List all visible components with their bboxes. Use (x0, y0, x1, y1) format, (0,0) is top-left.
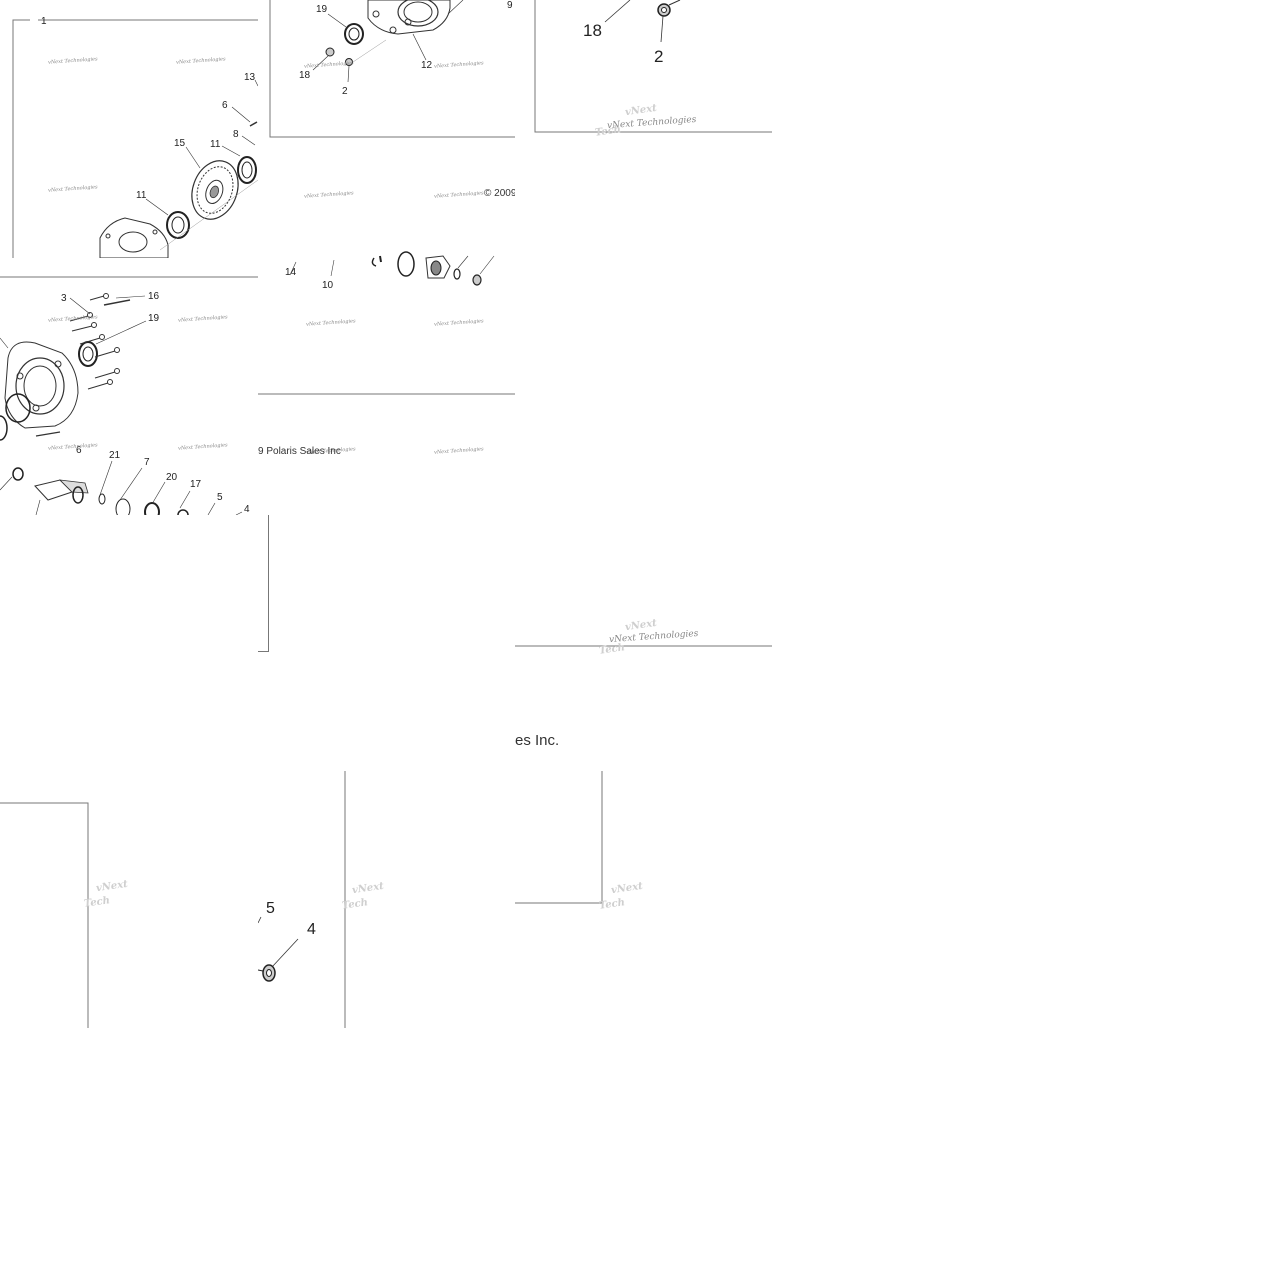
nut-part (325, 47, 335, 57)
zoom-upper-drawing: 18 2 (534, 0, 772, 133)
diagram-tile-bottom-right: vNext Tech (515, 771, 772, 931)
o-ring-part (115, 498, 131, 515)
zoom-right-drawing (515, 645, 772, 647)
callout-label: 14 (285, 267, 297, 278)
bottom-middle-drawing: 5 4 (258, 771, 346, 1028)
copyright-text: 9 Polaris Sales Inc (258, 446, 341, 457)
callout-label: 11 (210, 139, 221, 150)
bearing-part (166, 211, 190, 239)
callout-label: 11 (136, 190, 147, 201)
diagram-tile-pinion-housing: 3 16 19 6 21 7 20 17 5 4 vNext Technolog… (0, 258, 258, 515)
seal-part (344, 23, 364, 45)
callout-label: 6 (76, 445, 82, 456)
callout-label: 16 (148, 291, 160, 302)
ring-gear-drawing: 1 13 6 8 15 11 11 (12, 16, 258, 258)
ring-gear-part (191, 160, 239, 220)
bearing-part (72, 486, 84, 504)
bottom-left-drawing (0, 802, 89, 1028)
callout-label: 3 (61, 293, 67, 304)
callout-label: 2 (654, 47, 663, 66)
cover-part (371, 251, 482, 286)
callout-label: 6 (222, 100, 228, 111)
callout-label: 21 (109, 450, 121, 461)
cover-drawing: 14 10 (258, 251, 515, 395)
callout-label: 1 (41, 16, 47, 27)
frame-line (258, 515, 269, 652)
callout-label: 17 (190, 479, 202, 490)
callout-label: 10 (322, 280, 334, 291)
diagram-tile-bottom-middle: 5 4 vNext Tech (258, 771, 515, 1028)
callout-label: 8 (233, 129, 239, 140)
callout-label: 19 (148, 313, 160, 324)
callout-label: 18 (583, 21, 602, 40)
bolt-set (69, 293, 120, 390)
gearcase-housing-part (99, 217, 169, 258)
o-ring-part (5, 393, 31, 423)
bearing-housing-drawing: 19 9 18 2 12 (269, 0, 515, 138)
diagram-tile-zoom-upper: 18 2 vNext vNext Technologies Tech (515, 0, 772, 140)
callout-label: 4 (307, 921, 316, 938)
callout-label: 2 (342, 86, 348, 97)
diagram-tile-bottom-left: vNext Tech (0, 771, 258, 1028)
callout-label: 12 (421, 60, 433, 71)
callout-label: 18 (299, 70, 311, 81)
diagram-tile-zoom-right: vNext vNext Technologies Tech (515, 600, 772, 670)
callout-label: 9 (507, 0, 513, 11)
bearing-part (237, 156, 257, 184)
callout-label: 5 (266, 900, 275, 917)
pinion-housing-drawing: 3 16 19 6 21 7 20 17 5 4 (0, 276, 258, 515)
seal-part (144, 502, 160, 515)
output-housing-part (367, 0, 451, 35)
callout-label: 15 (174, 138, 186, 149)
callout-label: 7 (144, 457, 150, 468)
diagram-tile-bearing-housing: 19 9 18 2 12 vNext Technologies vNext Te… (258, 0, 515, 140)
copyright-text: © 2009 (484, 188, 515, 199)
callout-label: 19 (316, 4, 328, 15)
diagram-tile-cover: 14 10 vNext Technologies vNext Technolog… (258, 140, 515, 515)
callout-label: 4 (244, 504, 250, 515)
copyright-text: es Inc. (515, 732, 560, 749)
callout-label: 13 (244, 72, 256, 83)
pinion-shaft-part (12, 467, 89, 501)
seal-part (78, 341, 98, 367)
callout-label: 5 (217, 492, 223, 503)
nut-part (258, 964, 276, 982)
front-housing-part (4, 341, 79, 429)
diagram-tile-ring-gear: 1 13 6 8 15 11 11 vNext Technologies vNe… (0, 0, 258, 258)
bottom-right-drawing (515, 771, 603, 904)
callout-label: 20 (166, 472, 178, 483)
nut-part (345, 58, 353, 66)
